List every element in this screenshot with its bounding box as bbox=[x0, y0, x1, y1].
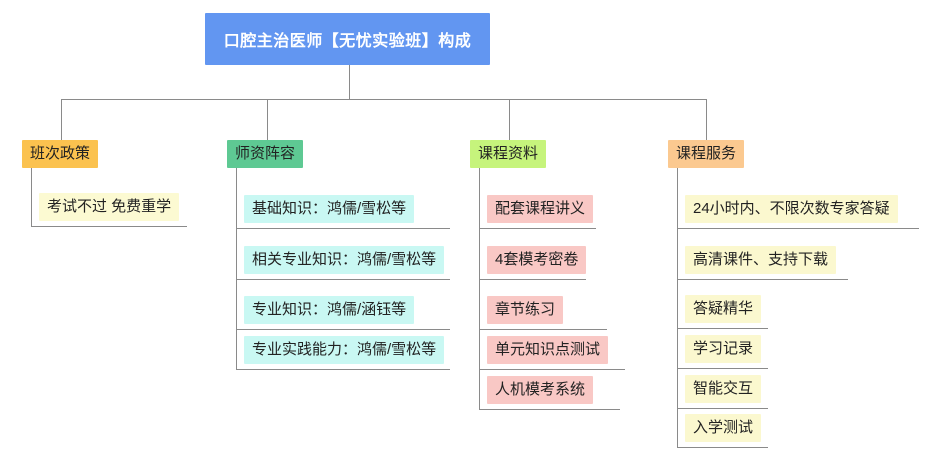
child-topic-label: 单元知识点测试 bbox=[487, 336, 609, 364]
child-topic-label: 24小时内、不限次数专家答疑 bbox=[685, 195, 898, 223]
connector-root-drop bbox=[349, 65, 350, 99]
connector-drop-faculty bbox=[267, 99, 268, 140]
child-topic-label: 专业知识：鸿儒/涵钰等 bbox=[244, 296, 415, 324]
child-topic-related-knowledge[interactable]: 相关专业知识：鸿儒/雪松等 bbox=[236, 246, 450, 280]
child-topic-label: 学习记录 bbox=[685, 335, 762, 363]
child-topic-lecture-notes[interactable]: 配套课程讲义 bbox=[479, 195, 596, 229]
child-topic-label: 基础知识：鸿儒/雪松等 bbox=[244, 195, 415, 223]
child-topic-qa-highlights[interactable]: 答疑精华 bbox=[677, 295, 768, 329]
connector-spine-faculty bbox=[236, 168, 237, 369]
child-topic-entrance-test[interactable]: 入学测试 bbox=[677, 414, 768, 448]
child-topic-study-records[interactable]: 学习记录 bbox=[677, 335, 768, 369]
child-topic-label: 章节练习 bbox=[487, 296, 564, 324]
child-topic-label: 答疑精华 bbox=[685, 295, 762, 323]
child-topic-hd-courseware[interactable]: 高清课件、支持下载 bbox=[677, 246, 848, 280]
connector-spine-services bbox=[677, 168, 678, 448]
root-topic[interactable]: 口腔主治医师【无忧实验班】构成 bbox=[205, 13, 490, 65]
connector-drop-services bbox=[706, 99, 707, 140]
branch-topic-policy[interactable]: 班次政策 bbox=[22, 140, 99, 168]
connector-drop-materials bbox=[509, 99, 510, 140]
child-topic-unit-tests[interactable]: 单元知识点测试 bbox=[479, 336, 625, 370]
child-topic-expert-qa[interactable]: 24小时内、不限次数专家答疑 bbox=[677, 195, 919, 229]
child-topic-label: 入学测试 bbox=[685, 414, 762, 442]
child-topic-label: 考试不过 免费重学 bbox=[39, 193, 180, 221]
child-topic-label: 高清课件、支持下载 bbox=[685, 246, 837, 274]
child-topic-label: 相关专业知识：鸿儒/雪松等 bbox=[244, 246, 445, 274]
child-topic-label: 配套课程讲义 bbox=[487, 195, 594, 223]
connector-rail bbox=[61, 99, 707, 100]
child-topic-label: 专业实践能力：鸿儒/雪松等 bbox=[244, 336, 445, 364]
child-topic-retake[interactable]: 考试不过 免费重学 bbox=[31, 193, 187, 227]
child-topic-mock-papers[interactable]: 4套模考密卷 bbox=[479, 246, 587, 280]
child-topic-basic-knowledge[interactable]: 基础知识：鸿儒/雪松等 bbox=[236, 195, 450, 229]
connector-spine-policy bbox=[31, 168, 32, 226]
connector-drop-policy bbox=[61, 99, 62, 140]
child-topic-label: 智能交互 bbox=[685, 375, 762, 403]
child-topic-practice-ability[interactable]: 专业实践能力：鸿儒/雪松等 bbox=[236, 336, 450, 370]
child-topic-label: 4套模考密卷 bbox=[487, 246, 587, 274]
child-topic-chapter-exercises[interactable]: 章节练习 bbox=[479, 296, 607, 330]
branch-topic-services[interactable]: 课程服务 bbox=[668, 140, 745, 168]
child-topic-professional-knowledge[interactable]: 专业知识：鸿儒/涵钰等 bbox=[236, 296, 450, 330]
branch-topic-materials[interactable]: 课程资料 bbox=[470, 140, 547, 168]
child-topic-mock-exam-system[interactable]: 人机模考系统 bbox=[479, 376, 620, 410]
child-topic-smart-interaction[interactable]: 智能交互 bbox=[677, 375, 768, 409]
child-topic-label: 人机模考系统 bbox=[487, 376, 594, 404]
branch-topic-faculty[interactable]: 师资阵容 bbox=[227, 140, 304, 168]
connector-spine-materials bbox=[479, 168, 480, 409]
